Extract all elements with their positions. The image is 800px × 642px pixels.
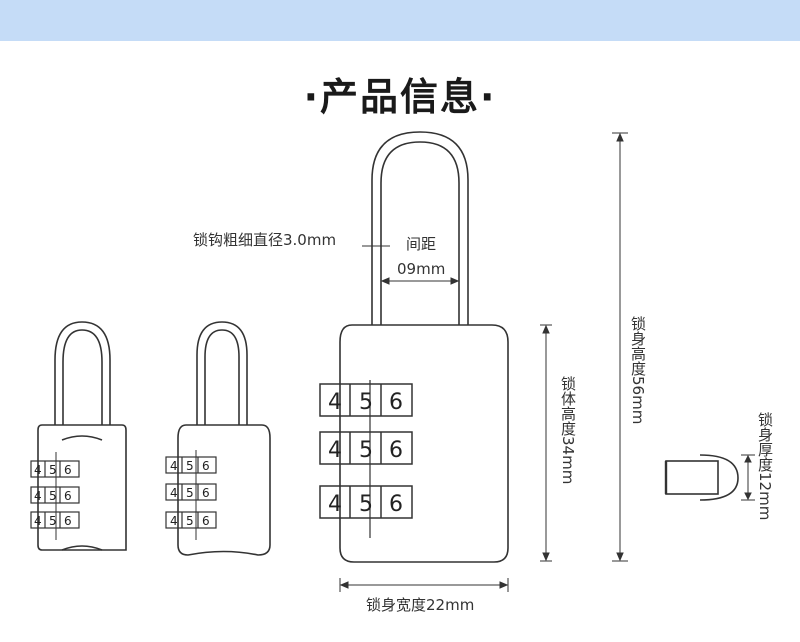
gap-value-label: 09mm xyxy=(397,260,446,278)
dial-digit: 6 xyxy=(389,492,403,517)
dial-digit: 5 xyxy=(49,514,57,528)
dial-row xyxy=(165,456,217,529)
small-lock-2 xyxy=(177,321,271,556)
diameter-leader-line xyxy=(362,240,390,252)
width-dimension-line xyxy=(339,578,509,592)
dial-digit: 6 xyxy=(64,489,72,503)
dial-digit: 6 xyxy=(202,486,210,500)
dial-digit: 4 xyxy=(170,486,178,500)
main-lock xyxy=(339,131,509,563)
total-height-dimension-line xyxy=(612,132,628,562)
dial-digit: 4 xyxy=(328,390,342,415)
dial-digit: 4 xyxy=(328,492,342,517)
body-height-dimension-line xyxy=(540,324,552,562)
dial-digit: 6 xyxy=(389,438,403,463)
small-lock-1-dials: 4 5 6 4 5 6 4 5 6 xyxy=(30,460,80,529)
thickness-label: 锁身厚度12mm xyxy=(756,412,774,521)
dial-digit: 5 xyxy=(49,489,57,503)
body-height-label: 锁体高度34mm xyxy=(559,376,577,485)
dial-digit: 5 xyxy=(359,390,373,415)
shackle-diameter-label: 锁钩粗细直径3.0mm xyxy=(193,231,337,249)
dial-digit: 5 xyxy=(186,486,194,500)
dial-digit: 6 xyxy=(202,459,210,473)
dial-digit: 5 xyxy=(186,514,194,528)
dial-digit: 4 xyxy=(34,463,42,477)
dial-digit: 6 xyxy=(202,514,210,528)
dial-digit: 5 xyxy=(359,492,373,517)
gap-dimension-line xyxy=(380,277,460,285)
small-lock-1 xyxy=(37,321,127,551)
dial-digit: 4 xyxy=(34,489,42,503)
total-height-label: 锁身高度56mm xyxy=(629,316,647,425)
dial-digit: 4 xyxy=(34,514,42,528)
dial-digit: 4 xyxy=(328,438,342,463)
dial-digit: 5 xyxy=(359,438,373,463)
body-width-label: 锁身宽度22mm xyxy=(366,596,475,614)
small-lock-2-dials: 4 5 6 4 5 6 4 5 6 xyxy=(165,456,217,529)
dial-digit: 6 xyxy=(64,463,72,477)
dial-digit: 6 xyxy=(64,514,72,528)
dial-digit: 4 xyxy=(170,514,178,528)
dial-digit: 5 xyxy=(49,463,57,477)
dial-row xyxy=(30,460,80,529)
main-lock-dials: 4 5 6 4 5 6 4 5 6 xyxy=(319,383,413,519)
top-banner xyxy=(0,0,800,41)
dial-digit: 5 xyxy=(186,459,194,473)
gap-name-label: 间距 xyxy=(406,235,437,253)
page-title: ·产品信息· xyxy=(303,75,497,119)
dial-digit: 6 xyxy=(389,390,403,415)
thickness-dimension-line xyxy=(741,454,755,501)
side-view xyxy=(664,454,739,501)
title-area: ·产品信息· xyxy=(0,66,800,121)
dial-digit: 4 xyxy=(170,459,178,473)
